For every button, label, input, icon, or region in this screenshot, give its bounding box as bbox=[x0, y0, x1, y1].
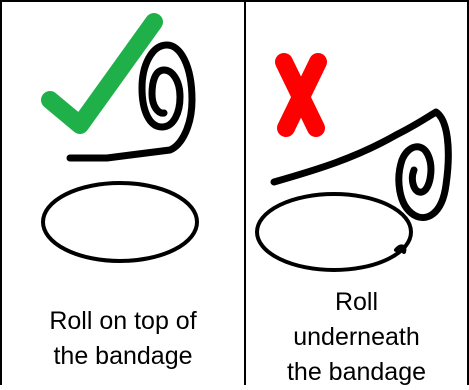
caption-line: underneath bbox=[246, 320, 467, 355]
caption-line: Roll on top of bbox=[2, 304, 244, 339]
panel-incorrect: Roll underneath the bandage bbox=[246, 0, 467, 385]
bandage-wrap-icon bbox=[257, 194, 411, 270]
caption-correct: Roll on top of the bandage bbox=[2, 304, 244, 374]
bandage-wrap-icon bbox=[43, 183, 197, 261]
cross-icon bbox=[284, 62, 318, 128]
caption-line: Roll bbox=[246, 285, 467, 320]
check-icon bbox=[50, 22, 154, 125]
incorrect-illustration bbox=[246, 0, 467, 290]
bandage-roll-icon bbox=[274, 112, 448, 252]
panel-correct: Roll on top of the bandage bbox=[2, 0, 244, 385]
caption-line: the bandage bbox=[2, 339, 244, 374]
caption-incorrect: Roll underneath the bandage bbox=[246, 285, 467, 390]
correct-illustration bbox=[2, 0, 244, 300]
